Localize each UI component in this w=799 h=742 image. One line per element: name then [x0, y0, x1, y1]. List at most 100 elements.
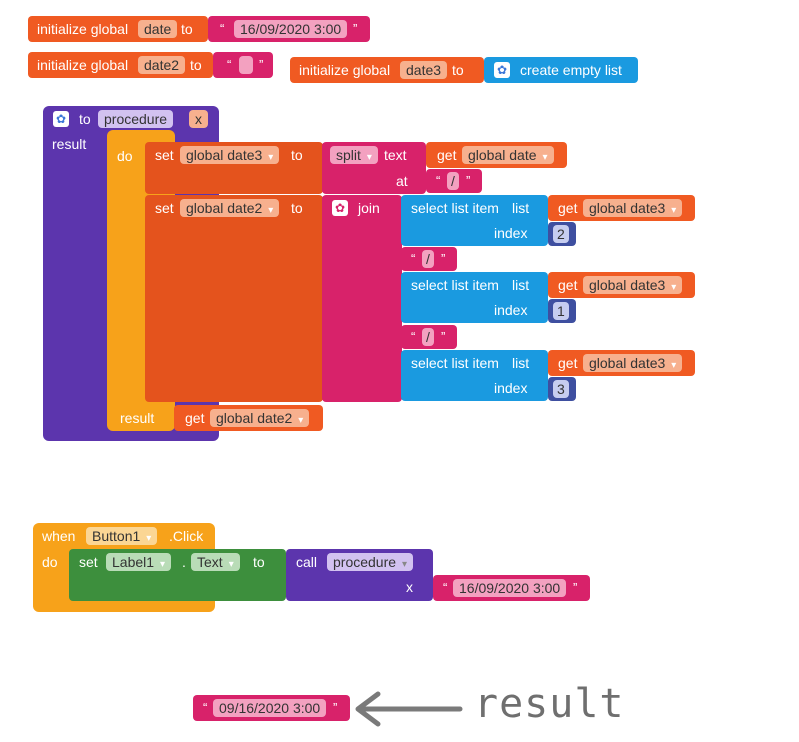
gear-icon[interactable]: ✿ — [53, 111, 69, 127]
close-quote: ” — [333, 700, 338, 715]
split-text-block[interactable]: split text at — [322, 142, 426, 194]
init-global-date3-block[interactable]: initialize global date3 to — [290, 57, 484, 83]
set-label: set — [155, 200, 174, 216]
param-x-field[interactable]: x — [189, 110, 208, 128]
get-global-date3-block[interactable]: get global date3 — [548, 350, 695, 376]
close-quote: ” — [353, 21, 358, 36]
to-label: to — [291, 200, 303, 216]
index-label: index — [494, 225, 528, 241]
init-global-date2-block[interactable]: initialize global date2 to — [28, 52, 213, 78]
join-label: join — [358, 200, 380, 216]
set-global-date2-block[interactable]: set global date2 to — [145, 195, 323, 402]
select-list-item-label: select list item — [411, 355, 499, 371]
to-label: to — [190, 57, 202, 73]
dot-label: . — [182, 554, 186, 570]
to-label: to — [253, 554, 265, 570]
number-field[interactable]: 3 — [553, 380, 569, 398]
list-label: list — [512, 355, 530, 371]
close-quote: ” — [573, 580, 578, 595]
text-string-block[interactable]: “ 16/09/2020 3:00 ” — [433, 575, 590, 601]
var-dropdown[interactable]: global date3 — [180, 146, 280, 164]
var-dropdown[interactable]: global date2 — [210, 409, 310, 427]
property-dropdown[interactable]: Text — [191, 553, 240, 571]
result-text-block[interactable]: “ 09/16/2020 3:00 ” — [193, 695, 350, 721]
get-global-date-block[interactable]: get global date — [426, 142, 567, 168]
to-label: to — [452, 62, 464, 78]
gear-icon[interactable]: ✿ — [332, 200, 348, 216]
do-label: do — [42, 554, 58, 570]
create-empty-list-block[interactable]: ✿ create empty list — [484, 57, 638, 83]
index-label: index — [494, 302, 528, 318]
close-quote: ” — [466, 173, 471, 188]
param-x-label: x — [406, 579, 413, 595]
var-name-field[interactable]: date3 — [400, 61, 448, 79]
component-dropdown[interactable]: Label1 — [106, 553, 172, 571]
slash-text-block[interactable]: “ / ” — [426, 169, 482, 193]
open-quote: “ — [411, 251, 416, 266]
text-field[interactable] — [239, 56, 253, 74]
get-global-date2-block[interactable]: get global date2 — [174, 405, 323, 431]
text-string-block[interactable]: “ 16/09/2020 3:00 ” — [208, 16, 370, 42]
component-dropdown[interactable]: Button1 — [86, 527, 158, 545]
var-dropdown[interactable]: global date3 — [583, 276, 683, 294]
call-procedure-block[interactable]: call procedure x — [286, 549, 433, 601]
number-block[interactable]: 3 — [548, 377, 576, 401]
slash-text-block[interactable]: “ / ” — [401, 325, 457, 349]
get-global-date3-block[interactable]: get global date3 — [548, 272, 695, 298]
var-name-field[interactable]: date — [138, 20, 178, 38]
open-quote: “ — [227, 57, 232, 72]
slash-text-block[interactable]: “ / ” — [401, 247, 457, 271]
procedure-dropdown[interactable]: procedure — [327, 553, 414, 571]
set-label: set — [79, 554, 98, 570]
open-quote: “ — [411, 329, 416, 344]
set-label-text-block[interactable]: set Label1 . Text to — [69, 549, 286, 601]
text-field[interactable]: 16/09/2020 3:00 — [453, 579, 567, 597]
number-field[interactable]: 1 — [553, 302, 569, 320]
text-field[interactable]: 16/09/2020 3:00 — [234, 20, 348, 38]
var-dropdown[interactable]: global date2 — [180, 199, 280, 217]
index-label: index — [494, 380, 528, 396]
init-label: initialize global — [299, 62, 391, 78]
result-label: result — [52, 136, 87, 152]
join-block[interactable]: ✿ join — [322, 195, 402, 402]
at-label: at — [396, 173, 408, 189]
create-empty-list-label: create empty list — [520, 62, 622, 78]
get-label: get — [558, 277, 578, 293]
result-label: result — [120, 410, 155, 426]
number-block[interactable]: 1 — [548, 299, 576, 323]
select-list-item-block[interactable]: select list item list index — [401, 272, 548, 323]
init-label: initialize global — [37, 57, 129, 73]
text-field[interactable]: / — [447, 172, 459, 190]
select-list-item-block[interactable]: select list item list index — [401, 195, 548, 246]
procedure-name-field[interactable]: procedure — [98, 110, 174, 128]
result-annotation: result — [474, 681, 625, 727]
text-field[interactable]: / — [422, 328, 434, 346]
text-field[interactable]: / — [422, 250, 434, 268]
set-label: set — [155, 147, 174, 163]
empty-text-block[interactable]: “ ” — [213, 52, 273, 78]
to-label: to — [181, 21, 193, 37]
gear-icon[interactable]: ✿ — [494, 62, 510, 78]
var-name-field[interactable]: date2 — [138, 56, 186, 74]
number-field[interactable]: 2 — [553, 225, 569, 243]
split-dropdown[interactable]: split — [330, 146, 378, 164]
get-label: get — [558, 355, 578, 371]
close-quote: ” — [441, 251, 446, 266]
to-label: to — [79, 111, 91, 127]
close-quote: ” — [259, 57, 264, 72]
get-label: get — [558, 200, 578, 216]
select-list-item-label: select list item — [411, 200, 499, 216]
var-dropdown[interactable]: global date3 — [583, 199, 683, 217]
set-global-date3-block[interactable]: set global date3 to — [145, 142, 323, 194]
var-dropdown[interactable]: global date — [462, 146, 554, 164]
var-dropdown[interactable]: global date3 — [583, 354, 683, 372]
open-quote: “ — [203, 700, 208, 715]
get-global-date3-block[interactable]: get global date3 — [548, 195, 695, 221]
close-quote: ” — [441, 329, 446, 344]
select-list-item-block[interactable]: select list item list index — [401, 350, 548, 401]
text-field[interactable]: 09/16/2020 3:00 — [213, 699, 327, 717]
call-label: call — [296, 554, 318, 570]
init-global-date-block[interactable]: initialize global date to — [28, 16, 208, 42]
number-block[interactable]: 2 — [548, 222, 576, 246]
select-list-item-label: select list item — [411, 277, 499, 293]
